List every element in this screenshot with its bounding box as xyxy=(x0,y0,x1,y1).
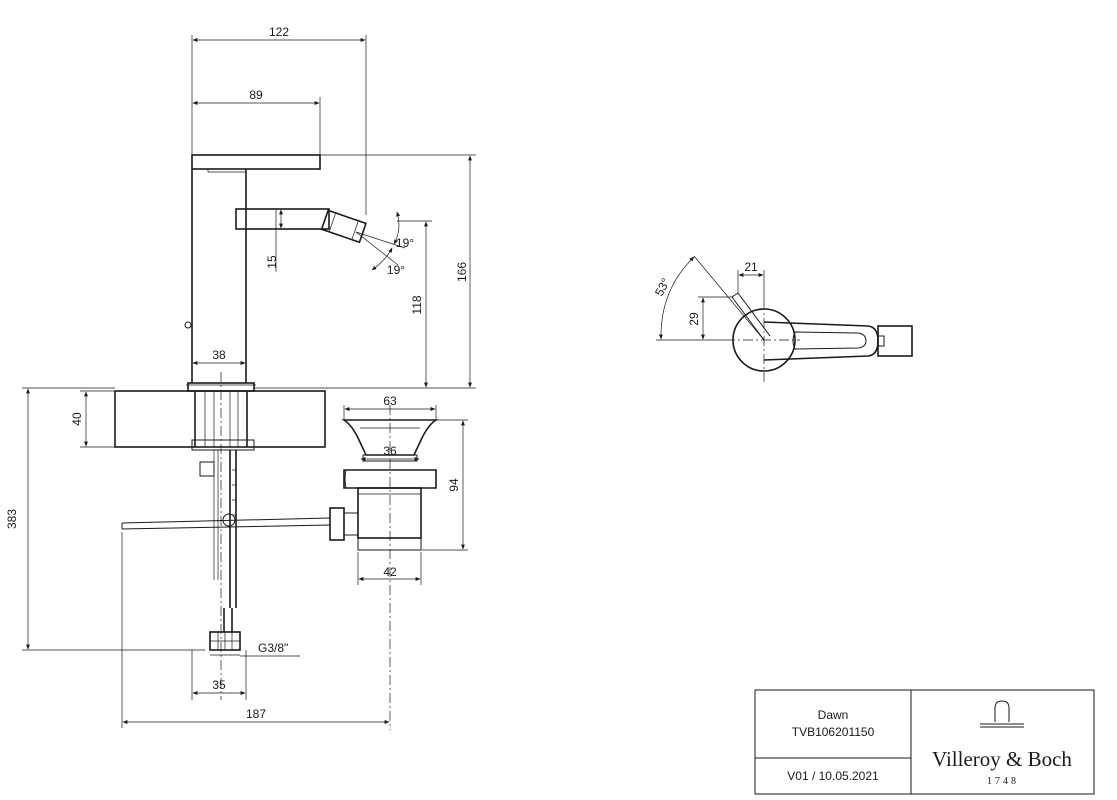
dim-63: 63 xyxy=(383,394,397,408)
product-name: Dawn xyxy=(818,708,849,722)
dim-19-lower: 19° xyxy=(387,263,405,277)
dim-383: 383 xyxy=(5,509,19,529)
dim-36: 36 xyxy=(383,444,397,458)
dim-29: 29 xyxy=(687,312,701,326)
dim-19-upper: 19° xyxy=(396,236,414,250)
brand-year: 1748 xyxy=(987,776,1019,787)
faucet-top-view xyxy=(656,255,913,385)
dim-15: 15 xyxy=(265,255,279,269)
dim-53-degrees: 53° xyxy=(652,276,673,299)
dim-122: 122 xyxy=(269,25,289,39)
drain-assembly xyxy=(329,419,439,551)
dimension-lines xyxy=(26,38,472,724)
title-block: Dawn TVB106201150 V01 / 10.05.2021 Ville… xyxy=(754,689,1095,795)
revision-date: V01 / 10.05.2021 xyxy=(787,769,879,783)
dim-35: 35 xyxy=(212,678,226,692)
hoses-and-rods xyxy=(121,450,331,656)
pop-up-knob-icon xyxy=(184,321,192,329)
dim-89: 89 xyxy=(249,88,263,102)
dim-187: 187 xyxy=(246,707,266,721)
dim-166: 166 xyxy=(455,262,469,282)
article-number: TVB106201150 xyxy=(792,725,875,739)
countertop-section xyxy=(114,390,326,451)
extension-lines xyxy=(22,35,476,728)
brand-name: Villeroy & Boch xyxy=(932,747,1072,771)
dim-94: 94 xyxy=(447,478,461,492)
dimension-labels: 122 89 166 118 15 19° 19° 38 40 383 63 3… xyxy=(5,25,758,721)
dim-118: 118 xyxy=(410,295,424,314)
dim-21: 21 xyxy=(744,260,758,274)
villeroy-boch-logo-icon xyxy=(980,700,1024,728)
dim-38: 38 xyxy=(212,348,226,362)
dim-40: 40 xyxy=(70,412,84,426)
dim-42: 42 xyxy=(383,565,397,579)
thread-label: G3/8" xyxy=(258,641,288,655)
